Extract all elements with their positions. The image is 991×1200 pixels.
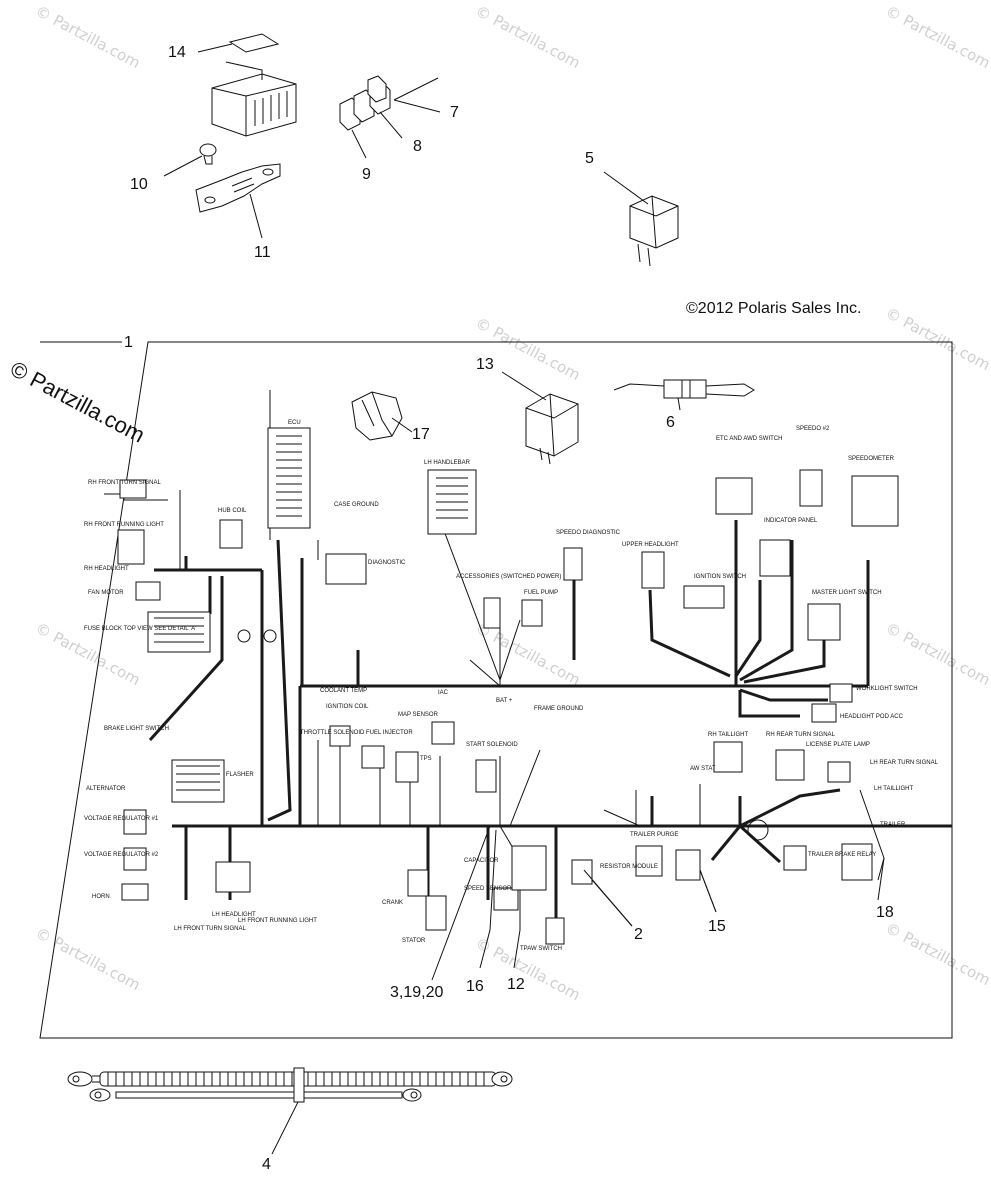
- callout-4: 4: [262, 1156, 271, 1173]
- label-trailer-brake: TRAILER BRAKE RELAY: [808, 852, 876, 858]
- callout-13: 13: [476, 356, 494, 373]
- label-speed-sensor: SPEED SENSOR: [464, 886, 512, 892]
- callout-line-14: [197, 43, 233, 53]
- label-capacitor: CAPACITOR: [464, 858, 499, 864]
- label-map-sensor: MAP SENSOR: [398, 712, 439, 718]
- master-switch-connector: [807, 603, 841, 641]
- callout-1: 1: [124, 334, 133, 351]
- label-lh-front-turn: LH FRONT TURN SIGNAL: [174, 926, 246, 932]
- callout-17: 17: [412, 426, 430, 443]
- callout-3-19-20: 3,19,20: [390, 984, 444, 1001]
- fuse-cover-part: [228, 33, 280, 53]
- label-lh-headlight: LH HEADLIGHT: [212, 912, 256, 918]
- label-accessories: ACCESSORIES (SWITCHED POWER): [456, 574, 561, 580]
- label-throttle-solenoid: THROTTLE SOLENOID: [300, 730, 365, 736]
- label-lh-handlebar: LH HANDLEBAR: [424, 460, 471, 466]
- label-lh-front-running: LH FRONT RUNNING LIGHT: [238, 918, 317, 924]
- callout-7: 7: [450, 104, 459, 121]
- label-horn: HORN: [92, 894, 110, 900]
- label-alternator: ALTERNATOR: [86, 786, 126, 792]
- speedometer-connector: [851, 475, 899, 527]
- bracket-part: [195, 163, 281, 213]
- label-ecu: ECU: [288, 420, 301, 426]
- callout-6: 6: [666, 414, 675, 431]
- label-coolant-temp: COOLANT TEMP: [320, 688, 367, 694]
- label-speedo2: SPEEDO #2: [796, 426, 830, 432]
- callout-12: 12: [507, 976, 525, 993]
- label-speedometer: SPEEDOMETER: [848, 456, 895, 462]
- label-iac: IAC: [438, 690, 449, 696]
- label-rh-front-running: RH FRONT RUNNING LIGHT: [84, 522, 164, 528]
- label-speedo-diag: SPEEDO DIAGNOSTIC: [556, 530, 621, 536]
- label-start-solenoid: START SOLENOID: [466, 742, 518, 748]
- label-fuel-pump: FUEL PUMP: [524, 590, 558, 596]
- label-voltage-reg1: VOLTAGE REGULATOR #1: [84, 816, 159, 822]
- connector-box: [119, 479, 147, 499]
- label-lh-rear-turn: LH REAR TURN SIGNAL: [870, 760, 939, 766]
- callout-8: 8: [413, 138, 422, 155]
- connector-box: [219, 519, 243, 549]
- fuse-box-part: [211, 73, 297, 137]
- label-stator: STATOR: [402, 938, 426, 944]
- fuse-part: [353, 89, 375, 123]
- cable-part: [115, 1091, 403, 1099]
- inline-fuse-part: [663, 379, 707, 399]
- connector-part: [351, 391, 403, 441]
- connector-box: [135, 581, 161, 601]
- label-tps: TPS: [420, 756, 432, 762]
- label-rh-front-turn: RH FRONT TURN SIGNAL: [88, 480, 161, 486]
- connector-box: [117, 529, 145, 565]
- ecu-connector: [267, 427, 311, 529]
- label-license-plate: LICENSE PLATE LAMP: [806, 742, 870, 748]
- callout-18: 18: [876, 904, 894, 921]
- label-resistor-module: RESISTOR MODULE: [600, 864, 658, 870]
- label-crank: CRANK: [382, 900, 403, 906]
- callout-15: 15: [708, 918, 726, 935]
- etc-switch-connector: [715, 477, 753, 515]
- label-diagnostic: DIAGNOSTIC: [368, 560, 406, 566]
- callout-9: 9: [362, 166, 371, 183]
- label-aw-stat: AW STAT: [690, 766, 716, 772]
- label-rh-headlight: RH HEADLIGHT: [84, 566, 129, 572]
- flasher-block: [171, 759, 225, 803]
- label-trailer: TRAILER: [880, 822, 906, 828]
- diagnostic-connector: [325, 553, 367, 585]
- screw-part: [199, 143, 217, 157]
- callout-16: 16: [466, 978, 484, 995]
- label-hub-coil: HUB COIL: [218, 508, 247, 514]
- label-chassis-ground: CASE GROUND: [334, 502, 379, 508]
- label-fuel-injector: FUEL INJECTOR: [366, 730, 413, 736]
- label-fan-motor: FAN MOTOR: [88, 590, 124, 596]
- label-ignition-coil: IGNITION COIL: [326, 704, 369, 710]
- label-bat: BAT +: [496, 698, 513, 704]
- harness-frame: [39, 341, 953, 1039]
- label-etc-awd: ETC AND AWD SWITCH: [716, 436, 782, 442]
- label-tpaw-switch: TPAW SWITCH: [520, 946, 562, 952]
- copyright-text: ©2012 Polaris Sales Inc.: [686, 300, 862, 317]
- label-voltage-reg2: VOLTAGE REGULATOR #2: [84, 852, 159, 858]
- label-fuse-block: FUSE BLOCK TOP VIEW SEE DETAIL 'A': [84, 626, 196, 632]
- label-lh-taillight: LH TAILLIGHT: [874, 786, 913, 792]
- callout-14: 14: [168, 44, 186, 61]
- fuse-block: [147, 611, 211, 653]
- label-rh-taillight: RH TAILLIGHT: [708, 732, 748, 738]
- label-master-light: MASTER LIGHT SWITCH: [812, 590, 882, 596]
- callout-10: 10: [130, 176, 148, 193]
- label-brake-light: BRAKE LIGHT SWITCH: [104, 726, 169, 732]
- label-headlight-pod: HEADLIGHT POD ACC: [840, 714, 904, 720]
- label-rh-rear-turn: RH REAR TURN SIGNAL: [766, 732, 836, 738]
- label-flasher: FLASHER: [226, 772, 254, 778]
- label-ignition-switch: IGNITION SWITCH: [694, 574, 746, 580]
- callout-5: 5: [585, 150, 594, 167]
- callout-11: 11: [254, 244, 271, 261]
- callout-2: 2: [634, 926, 643, 943]
- trailer-connector: [841, 843, 873, 881]
- label-worklight: WORKLIGHT SWITCH: [856, 686, 918, 692]
- label-frame-ground: FRAME GROUND: [534, 706, 584, 712]
- label-indicator-panel: INDICATOR PANEL: [764, 518, 818, 524]
- label-trailer-purge: TRAILER PURGE: [630, 832, 678, 838]
- label-upper-headlight: UPPER HEADLIGHT: [622, 542, 679, 548]
